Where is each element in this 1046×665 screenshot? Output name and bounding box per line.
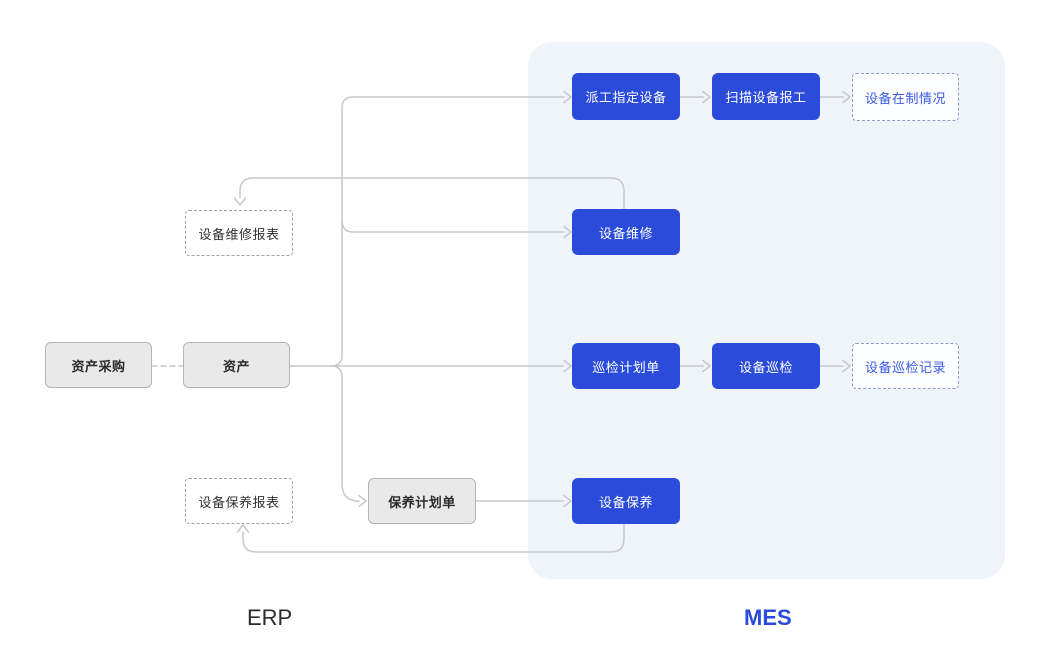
node-scan-equipment-report: 扫描设备报工 [712, 73, 820, 120]
node-equipment-inspection-record: 设备巡检记录 [852, 343, 959, 389]
node-equipment-maintenance: 设备保养 [572, 478, 680, 524]
edge-asset-to-maintenance-plan [330, 365, 367, 508]
node-asset: 资产 [183, 342, 290, 388]
node-equipment-repair: 设备维修 [572, 209, 680, 255]
edge-inspection-plan-to-inspection [679, 359, 711, 373]
edge-maintenance-to-maintenance-report [236, 523, 625, 553]
edge-scan-to-wip-status [819, 90, 851, 104]
edge-dispatch-to-scan [679, 90, 711, 104]
edge-repair-to-repair-report [233, 177, 625, 210]
node-equipment-maintenance-report: 设备保养报表 [185, 478, 293, 524]
erp-zone-label: ERP [247, 605, 293, 630]
edge-inspection-to-record [819, 359, 851, 373]
node-equipment-wip-status: 设备在制情况 [852, 73, 959, 121]
edge-asset-to-dispatch [330, 90, 572, 367]
node-equipment-inspection: 设备巡检 [712, 343, 820, 389]
mes-zone-label: MES [744, 605, 792, 630]
edge-maintenance-plan-to-maintenance [475, 494, 572, 508]
edge-asset-to-equipment-repair [341, 219, 572, 239]
node-equipment-repair-report: 设备维修报表 [185, 210, 293, 256]
node-dispatch-assign-equipment: 派工指定设备 [572, 73, 680, 120]
node-maintenance-plan: 保养计划单 [368, 478, 476, 524]
node-asset-purchase: 资产采购 [45, 342, 152, 388]
node-inspection-plan: 巡检计划单 [572, 343, 680, 389]
